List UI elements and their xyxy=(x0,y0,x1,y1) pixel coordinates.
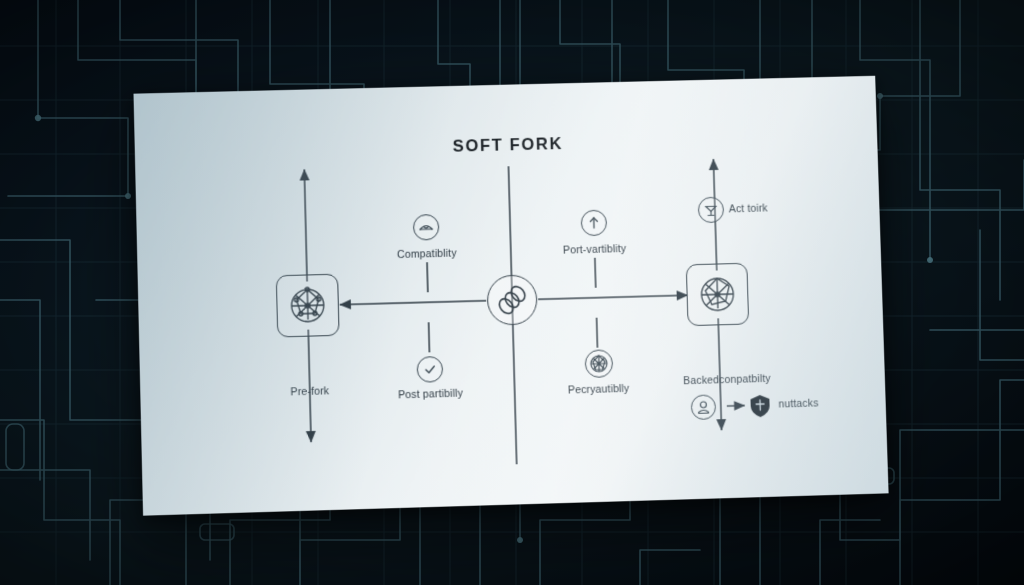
label-recoverability: Pecryautiblly xyxy=(568,383,630,397)
label-post-partibility: Post partibilly xyxy=(398,388,463,402)
network-mesh-icon xyxy=(687,264,748,325)
right-node-box[interactable] xyxy=(686,263,749,326)
node-badge-icon xyxy=(698,197,725,224)
shield-icon xyxy=(748,394,772,419)
label-portability: Port-vartiblity xyxy=(563,243,627,257)
user-circle-icon xyxy=(691,394,717,420)
label-nuttacks: nuttacks xyxy=(778,397,818,410)
label-compatibility: Compatiblity xyxy=(397,247,457,261)
diagram-card: SOFT FORK xyxy=(134,76,889,516)
label-backward-compatibility: Backedconpatbilty xyxy=(683,373,771,387)
center-hub-node[interactable] xyxy=(486,274,537,325)
check-circle-icon xyxy=(417,356,444,383)
chain-link-icon xyxy=(488,275,537,324)
cloud-arc-icon xyxy=(413,214,440,241)
network-mesh-icon xyxy=(277,275,339,337)
label-pre-fork: Pre-fork xyxy=(290,385,329,398)
arrow-up-circle-icon xyxy=(581,210,608,237)
label-act-toirk: Act toirk xyxy=(729,202,768,215)
globe-network-icon xyxy=(585,349,614,378)
page-title: SOFT FORK xyxy=(135,127,878,164)
left-node-box[interactable] xyxy=(276,274,340,338)
